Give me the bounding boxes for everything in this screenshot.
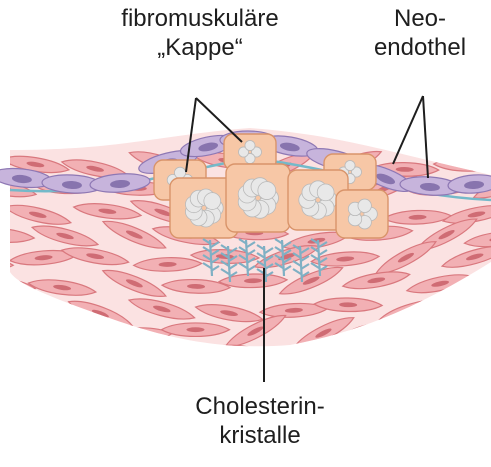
muscle-cell-nucleus bbox=[368, 326, 387, 333]
foam-cell-body bbox=[336, 190, 388, 238]
smooth-muscle-cell bbox=[125, 344, 194, 368]
muscle-cell-nucleus bbox=[459, 162, 477, 167]
muscle-cell-body bbox=[3, 348, 72, 374]
label-neo-line1: Neo- bbox=[355, 4, 485, 33]
smooth-muscle-cell bbox=[442, 298, 491, 326]
smooth-muscle-cell bbox=[434, 351, 491, 367]
lipid-droplet bbox=[174, 167, 185, 178]
lipid-droplet bbox=[245, 140, 255, 150]
foam-cell bbox=[336, 190, 388, 238]
muscle-cell-nucleus bbox=[186, 327, 204, 332]
label-cap-line1: fibromuskuläre bbox=[95, 4, 305, 33]
smooth-muscle-cell bbox=[374, 334, 441, 377]
smooth-muscle-cell bbox=[474, 318, 491, 350]
label-chol-line2: kristalle bbox=[165, 421, 355, 450]
muscle-cell-body bbox=[61, 342, 130, 365]
smooth-muscle-cell bbox=[403, 318, 472, 353]
muscle-cell-nucleus bbox=[129, 332, 147, 337]
muscle-cell-body bbox=[442, 298, 491, 326]
muscle-cell-body bbox=[0, 199, 11, 218]
muscle-cell-body bbox=[374, 334, 441, 377]
lipid-droplet bbox=[358, 199, 371, 212]
smooth-muscle-cell bbox=[0, 321, 41, 352]
muscle-cell-nucleus bbox=[30, 309, 49, 318]
smooth-muscle-cell bbox=[4, 298, 73, 328]
muscle-cell-nucleus bbox=[398, 350, 416, 362]
muscle-cell-nucleus bbox=[428, 330, 447, 340]
muscle-cell-nucleus bbox=[213, 349, 231, 355]
lipid-droplet bbox=[258, 182, 276, 200]
muscle-cell-body bbox=[474, 270, 491, 301]
lipid-droplet bbox=[345, 160, 355, 170]
muscle-cell-nucleus bbox=[86, 350, 105, 357]
smooth-muscle-cell bbox=[3, 348, 72, 374]
smooth-muscle-cell bbox=[256, 343, 325, 370]
muscle-cell-body bbox=[0, 344, 16, 363]
muscle-cell-body bbox=[4, 298, 73, 328]
muscle-cell-nucleus bbox=[150, 352, 169, 360]
smooth-muscle-cell bbox=[28, 320, 97, 343]
label-cholesterol-crystals: Cholesterin- kristalle bbox=[165, 392, 355, 450]
muscle-cell-body bbox=[28, 320, 97, 343]
muscle-cell-nucleus bbox=[281, 352, 300, 360]
label-fibromuscular-cap: fibromuskuläre „Kappe“ bbox=[95, 4, 305, 62]
muscle-cell-nucleus bbox=[345, 348, 364, 358]
smooth-muscle-cell bbox=[0, 344, 16, 363]
muscle-cell-body bbox=[0, 321, 41, 352]
muscle-cell-body bbox=[320, 337, 389, 369]
muscle-cell-nucleus bbox=[0, 332, 16, 341]
muscle-cell-nucleus bbox=[467, 307, 486, 316]
muscle-cell-body bbox=[434, 351, 491, 367]
muscle-cell-body bbox=[256, 343, 325, 370]
label-neoendothelium: Neo- endothel bbox=[355, 4, 485, 62]
muscle-cell-body bbox=[474, 318, 491, 350]
muscle-cell-body bbox=[0, 298, 6, 327]
foam-cell-body bbox=[226, 164, 290, 232]
lipid-droplet bbox=[204, 193, 221, 210]
muscle-cell-nucleus bbox=[459, 356, 477, 362]
smooth-muscle-cell bbox=[0, 298, 6, 327]
label-neo-line2: endothel bbox=[355, 33, 485, 62]
muscle-cell-nucleus bbox=[29, 357, 48, 365]
foam-cell bbox=[226, 164, 290, 232]
muscle-cell-nucleus bbox=[53, 328, 71, 335]
muscle-cell-nucleus bbox=[0, 281, 11, 288]
leader-neo-left bbox=[393, 96, 423, 164]
muscle-cell-nucleus bbox=[0, 232, 10, 238]
smooth-muscle-cell bbox=[474, 270, 491, 301]
smooth-muscle-cell bbox=[320, 337, 389, 369]
label-cap-line2: „Kappe“ bbox=[95, 33, 305, 62]
smooth-muscle-cell bbox=[61, 342, 130, 365]
lipid-droplet bbox=[317, 184, 334, 201]
smooth-muscle-cell bbox=[0, 199, 11, 218]
muscle-cell-body bbox=[125, 344, 194, 368]
muscle-cell-body bbox=[403, 318, 472, 353]
label-chol-line1: Cholesterin- bbox=[165, 392, 355, 421]
